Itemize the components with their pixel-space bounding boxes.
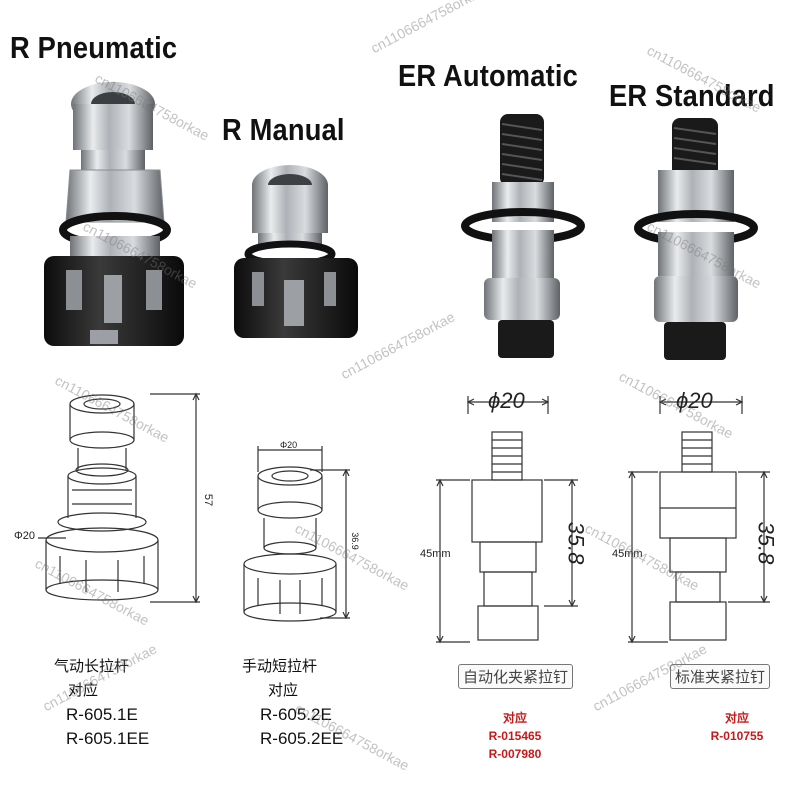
er-automatic-label: 对应 <box>502 711 527 725</box>
er-standard-diameter-label: ϕ20 <box>676 388 713 413</box>
er-standard-partial-label: 35.8 <box>753 521 779 565</box>
er-automatic-diameter-label: ϕ20 <box>488 388 525 413</box>
product-photos <box>44 82 758 360</box>
r-manual-drawing <box>243 446 350 622</box>
title-r-pneumatic: R Pneumatic <box>10 30 178 65</box>
r-pneumatic-label: 对应 <box>68 681 99 699</box>
er-automatic-drawing <box>436 396 578 644</box>
title-er-automatic: ER Automatic <box>398 58 578 93</box>
er-automatic-total-label: 45mm <box>420 548 451 560</box>
er-standard-name: 标准夹紧拉钉 <box>670 664 771 689</box>
er-automatic-photo <box>461 114 585 358</box>
er-standard-code-1: R-010755 <box>710 729 764 743</box>
er-standard-total-label: 45mm <box>612 548 643 560</box>
r-pneumatic-drawing <box>38 392 200 604</box>
title-er-standard: ER Standard <box>609 78 775 113</box>
r-manual-label: 对应 <box>268 681 299 699</box>
er-automatic-code-1: R-015465 <box>488 729 542 743</box>
r-pneumatic-code-1: R-605.1E <box>66 705 138 724</box>
r-manual-photo <box>234 165 358 338</box>
technical-drawings <box>38 392 770 644</box>
r-manual-code-2: R-605.2EE <box>260 729 344 748</box>
er-automatic-code-2: R-007980 <box>488 747 542 761</box>
er-standard-photo <box>634 118 758 360</box>
r-pneumatic-photo <box>44 82 184 346</box>
r-pneumatic-height-label: 57 <box>202 493 215 507</box>
r-pneumatic-diameter-label: Φ20 <box>14 530 36 542</box>
r-manual-code-1: R-605.2E <box>260 705 332 724</box>
r-manual-name: 手动短拉杆 <box>242 657 318 675</box>
er-standard-drawing <box>628 396 770 644</box>
er-automatic-name: 自动化夹紧拉钉 <box>458 664 574 689</box>
title-r-manual: R Manual <box>222 112 345 147</box>
r-pneumatic-name: 气动长拉杆 <box>54 657 130 675</box>
r-manual-diameter-label: Φ20 <box>280 440 298 450</box>
er-standard-label: 对应 <box>724 711 749 725</box>
r-pneumatic-code-2: R-605.1EE <box>66 729 150 748</box>
